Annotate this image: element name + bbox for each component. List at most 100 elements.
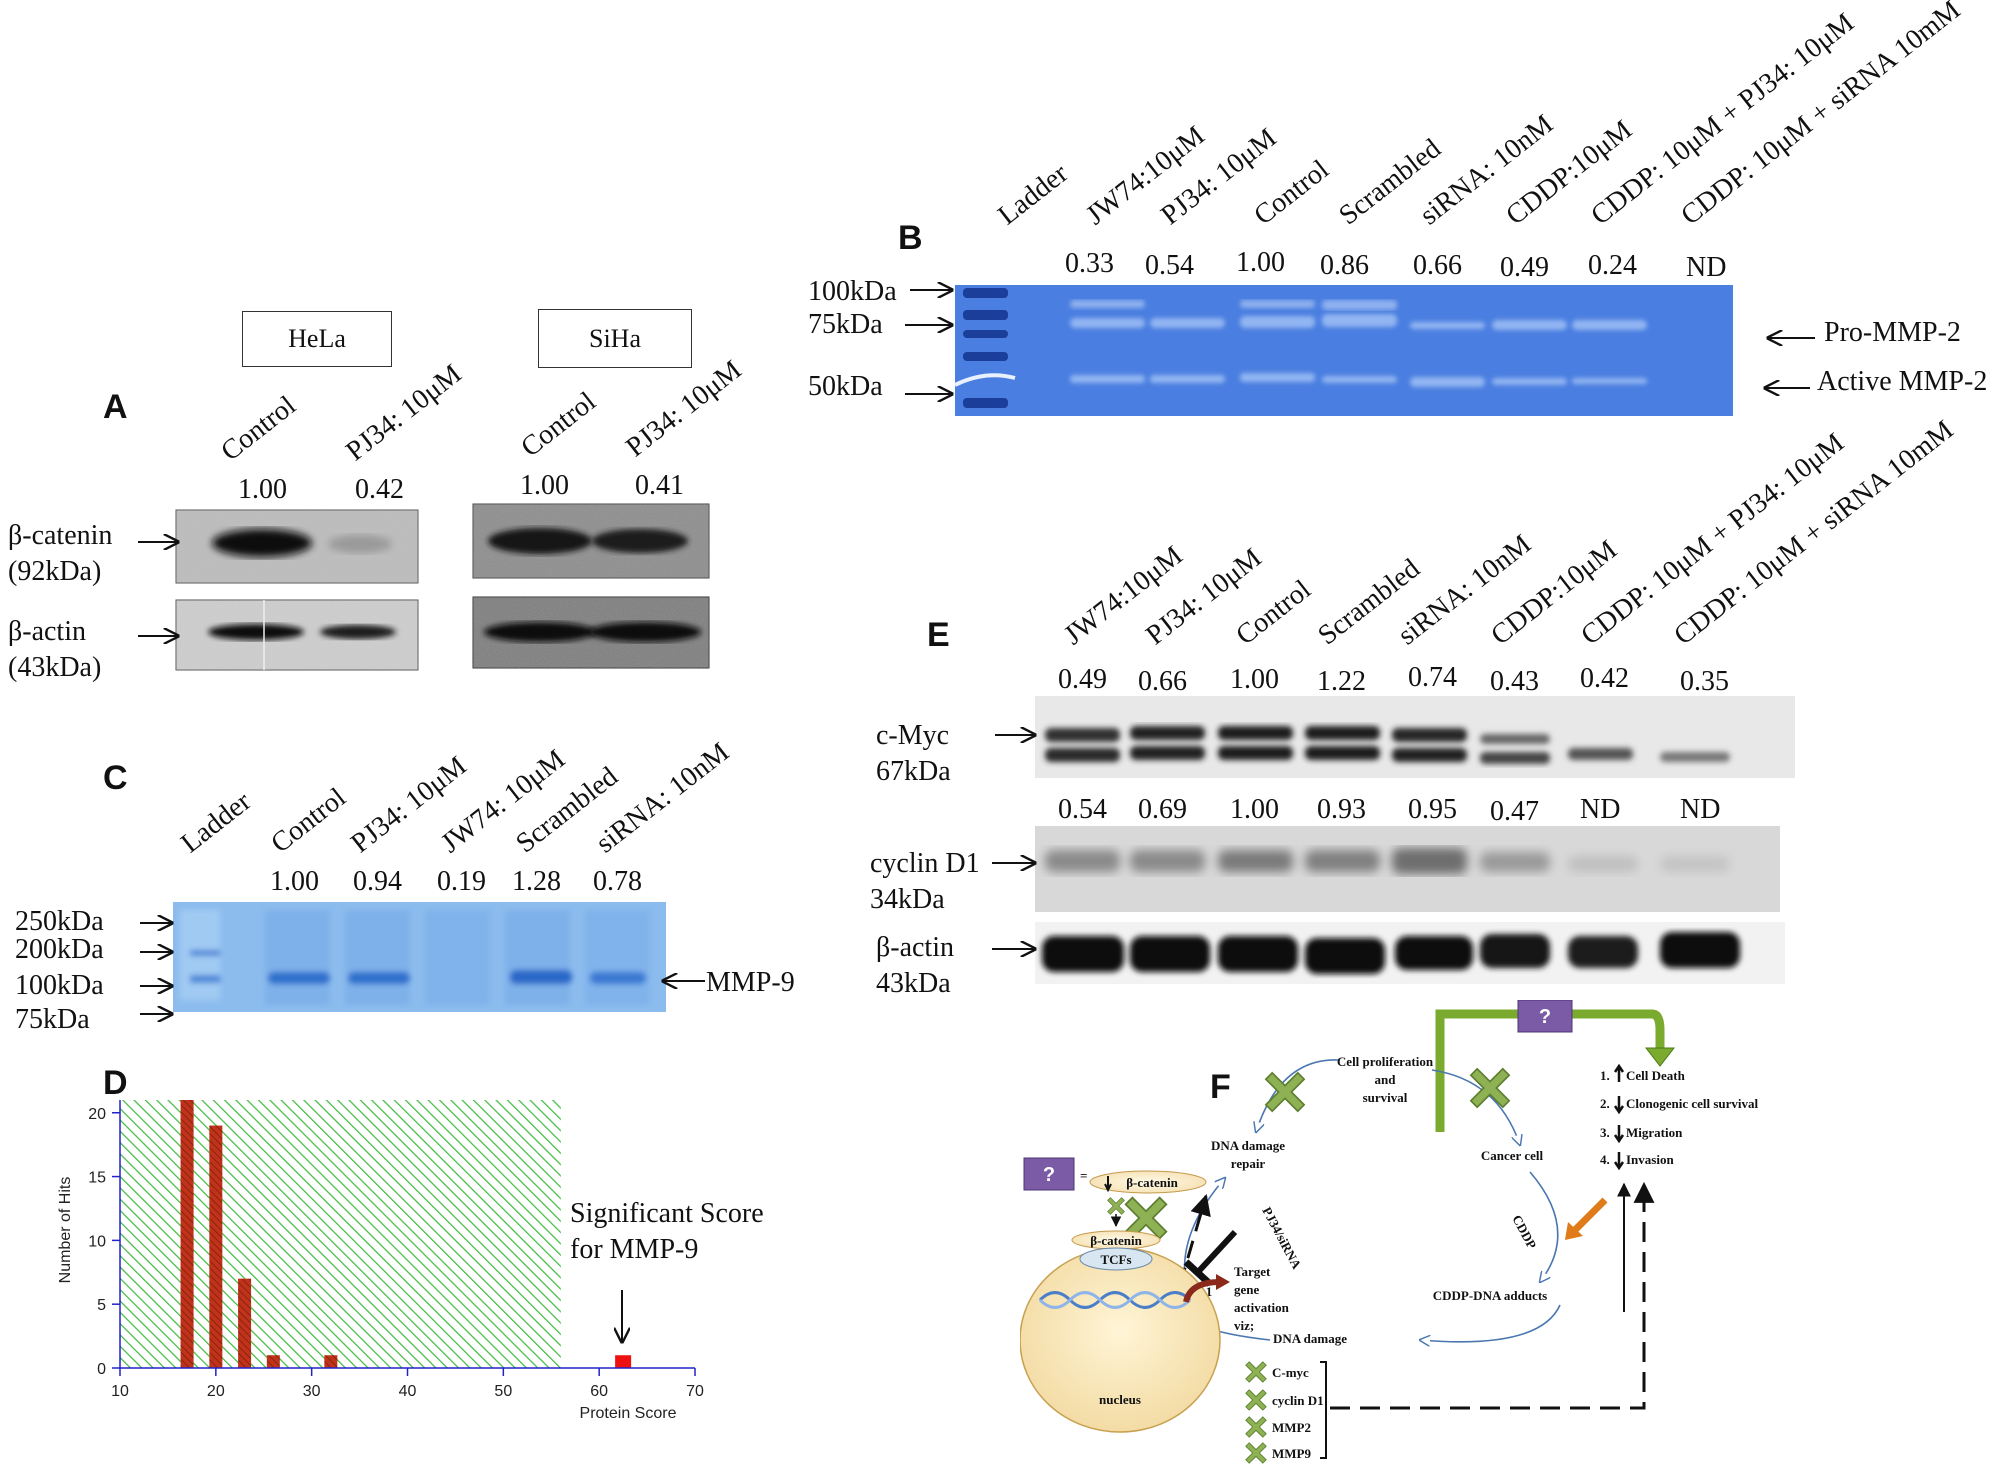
pathway-diagram: ? Cell proliferation and survival DNA da… [1020, 1000, 1759, 1464]
svg-text:Target: Target [1234, 1264, 1271, 1279]
band-value: 0.54 [1058, 794, 1107, 825]
band-value: 1.00 [1230, 664, 1279, 695]
x-tick-label: 30 [303, 1383, 321, 1400]
band-value: ND [1580, 794, 1621, 825]
svg-text:2.: 2. [1600, 1096, 1610, 1111]
inhibitor-label: PJ34/siRNA [1259, 1204, 1304, 1272]
band-value: 1.00 [1230, 794, 1279, 825]
band-value: 1.28 [512, 866, 561, 897]
blot-siha-bcat [472, 503, 710, 579]
band-value: 0.95 [1408, 794, 1457, 825]
cross-icon [1245, 1416, 1267, 1438]
band-value: ND [1686, 252, 1727, 283]
y-tick-label: 10 [88, 1233, 106, 1250]
band-value: 0.66 [1413, 250, 1462, 281]
arrow-down-icon [1613, 1096, 1625, 1115]
x-tick-label: 40 [399, 1383, 417, 1400]
cross-icon [1245, 1442, 1267, 1464]
y-tick-label: 0 [97, 1361, 106, 1378]
cddp-label: CDDP [1509, 1212, 1539, 1251]
cross-icon [1245, 1389, 1267, 1411]
outcomes: 1. Cell Death 2. Clonogenic cell surviva… [1600, 1063, 1759, 1171]
marker-label: 250kDa [15, 906, 104, 937]
x-tick-label: 20 [207, 1383, 225, 1400]
band-value: 0.33 [1065, 248, 1114, 279]
band-value: 0.78 [593, 866, 642, 897]
band-value: 0.19 [437, 866, 486, 897]
band-value: 0.94 [353, 866, 402, 897]
marker-label: 100kDa [808, 276, 897, 307]
panel-a-label: A [103, 388, 128, 426]
y-tick-label: 5 [97, 1297, 106, 1314]
band-value: 0.49 [1058, 664, 1107, 695]
y-axis-label: Number of Hits [57, 1177, 74, 1284]
panel-e-blots [992, 696, 1795, 984]
band-value: 1.00 [238, 474, 287, 505]
x-tick-label: 60 [590, 1383, 608, 1400]
band-value: 0.43 [1490, 666, 1539, 697]
cell-prolif: Cell proliferation [1337, 1054, 1434, 1069]
cancer-cell: Cancer cell [1481, 1148, 1544, 1163]
x-tick-label: 70 [686, 1383, 704, 1400]
bar [209, 1125, 223, 1368]
svg-text:and: and [1375, 1072, 1397, 1087]
adducts: CDDP-DNA adducts [1433, 1288, 1547, 1303]
beta-catenin-oval [1089, 1170, 1207, 1194]
panel-a-blots [138, 503, 710, 671]
svg-text:Clonogenic cell survival: Clonogenic cell survival [1626, 1096, 1759, 1111]
dna-damage: DNA damage [1273, 1331, 1347, 1346]
cross-icon [1245, 1361, 1267, 1383]
green-arrow [1435, 1009, 1665, 1132]
svg-text:1.: 1. [1600, 1068, 1610, 1083]
cddp-arrow [1572, 1197, 1608, 1233]
inhibition-bar-icon [1195, 1229, 1238, 1275]
svg-text:4.: 4. [1600, 1152, 1610, 1167]
band-value: 0.93 [1317, 794, 1366, 825]
svg-text:Cell Death: Cell Death [1626, 1068, 1686, 1083]
question-text: ? [1539, 1006, 1551, 1028]
svg-text:3.: 3. [1600, 1125, 1610, 1140]
row-label: β-catenin(92kDa) [8, 520, 113, 587]
marker-label: 200kDa [15, 934, 104, 965]
svg-text:MMP9: MMP9 [1272, 1446, 1311, 1461]
marker-label: 75kDa [15, 1004, 90, 1035]
arrow-down-icon [1613, 1125, 1625, 1144]
highlight-bar [615, 1355, 632, 1368]
bar [180, 1100, 194, 1368]
bar [324, 1355, 338, 1368]
band-value: 0.66 [1138, 666, 1187, 697]
svg-text:repair: repair [1231, 1156, 1266, 1171]
blot-siha-actin [472, 596, 710, 669]
question-box [1517, 1000, 1573, 1033]
svg-text:survival: survival [1363, 1090, 1408, 1105]
cross-icon [1470, 1068, 1510, 1108]
band-value: 1.00 [1236, 247, 1285, 278]
band-value: 0.35 [1680, 666, 1729, 697]
band-label: Active MMP-2 [1817, 366, 1988, 397]
arrow-down-icon [1104, 1176, 1112, 1193]
row-label: β-actin(43kDa) [8, 616, 102, 683]
bar [266, 1355, 280, 1368]
svg-text:β-catenin: β-catenin [1126, 1175, 1178, 1190]
bars [180, 1100, 632, 1368]
panel-f-label: F [1210, 1068, 1231, 1106]
svg-text:activation: activation [1234, 1300, 1290, 1315]
x-tick-label: 50 [494, 1383, 512, 1400]
y-tick-label: 20 [88, 1106, 106, 1123]
svg-text:C-myc: C-myc [1272, 1365, 1309, 1380]
band-value: 1.00 [520, 470, 569, 501]
marker-label: 100kDa [15, 970, 104, 1001]
svg-text:TCFs: TCFs [1100, 1252, 1131, 1267]
band-value: 0.41 [635, 470, 684, 501]
dna-repair: DNA damage [1211, 1138, 1285, 1153]
siha-label: SiHa [538, 309, 692, 368]
band-value: ND [1680, 794, 1721, 825]
marker-label: 50kDa [808, 371, 883, 402]
x-tick-label: 10 [111, 1383, 129, 1400]
cross-icon [1265, 1072, 1305, 1112]
x-axis-label: Protein Score [580, 1405, 677, 1422]
marker-label: 75kDa [808, 309, 883, 340]
